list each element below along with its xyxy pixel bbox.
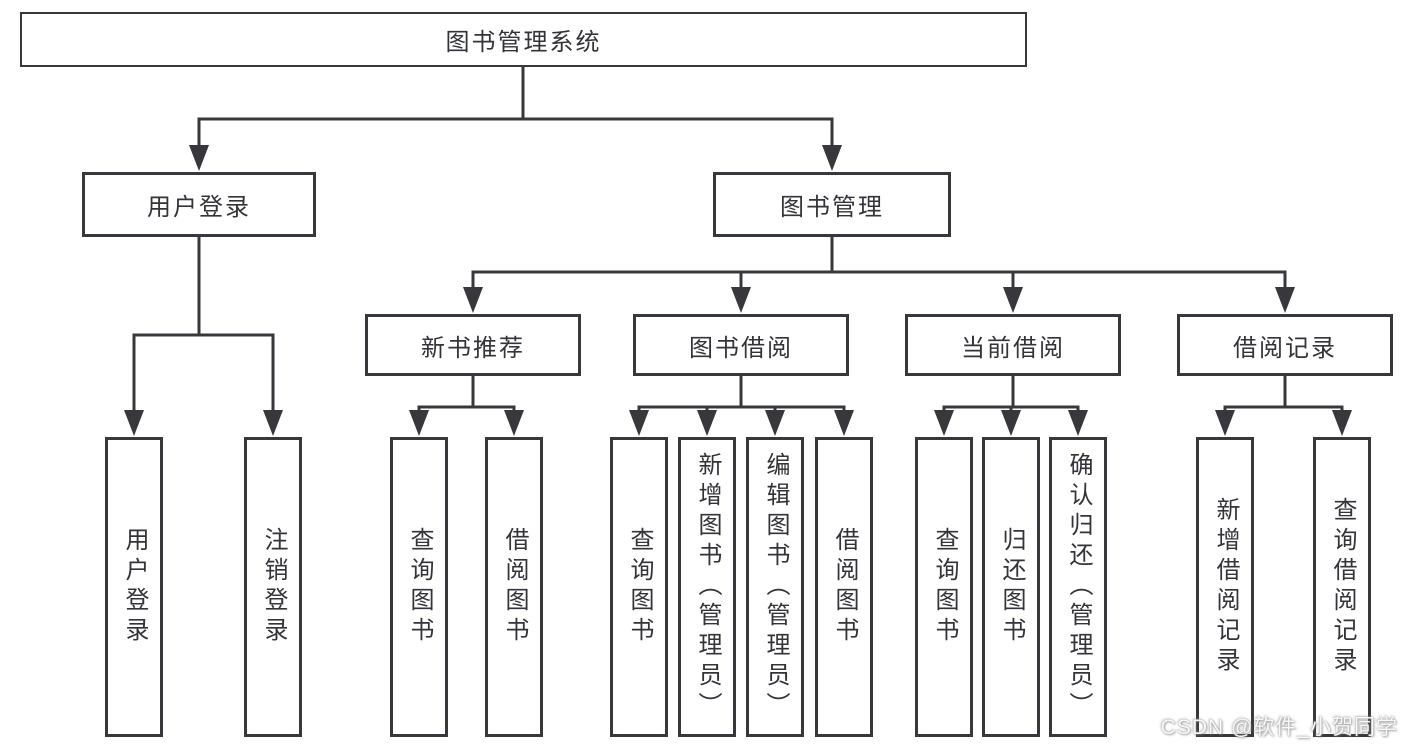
leaf-confirm-return-admin: 确认归还（管理员） [1049,437,1107,737]
arrowhead-query1 [409,410,429,436]
node-label: 借阅图书 [831,527,858,647]
arrowhead-mgmt [822,145,842,171]
arrowhead-addrecord [1215,410,1235,436]
arrowhead-userlogin [124,410,144,436]
node-label: 新增图书（管理员） [694,452,721,722]
node-label: 图书借阅 [689,334,793,362]
node-label: 图书管理系统 [445,29,602,56]
node-label: 新书推荐 [421,334,525,362]
arrowhead-newbook [463,287,483,313]
arrowhead-return [1001,410,1021,436]
arrowhead-records [1275,287,1295,313]
arrowhead-confirm [1068,410,1088,436]
arrowhead-editbook [765,410,785,436]
node-label: 借阅记录 [1233,334,1337,362]
node-book-borrowing: 图书借阅 [633,314,849,376]
arrowhead-queryrecord [1332,410,1352,436]
node-label: 注销登录 [260,527,287,647]
leaf-return-books: 归还图书 [982,437,1040,737]
node-label: 借阅图书 [501,527,528,647]
node-label: 归还图书 [998,527,1025,647]
node-label: 用户登录 [121,527,148,647]
arrowhead-borrow2 [834,410,854,436]
arrowhead-borrow [731,287,751,313]
leaf-query-books-1: 查询图书 [390,437,448,737]
node-label: 查询图书 [626,527,653,647]
node-label: 查询图书 [931,527,958,647]
leaf-user-login: 用户登录 [105,437,163,737]
arrowhead-addbook [697,410,717,436]
node-label: 图书管理 [780,194,884,221]
node-label: 确认归还（管理员） [1065,452,1092,722]
node-label: 当前借阅 [961,334,1065,362]
node-label: 编辑图书（管理员） [762,452,789,722]
leaf-borrow-books-2: 借阅图书 [815,437,873,737]
leaf-borrow-books-1: 借阅图书 [485,437,543,737]
arrowhead-login [189,145,209,171]
node-borrowing-records: 借阅记录 [1177,314,1393,376]
node-label: 查询图书 [406,527,433,647]
arrowhead-current [1003,287,1023,313]
csdn-watermark: CSDN @软件_小贺同学 [1160,716,1398,739]
node-current-borrowing: 当前借阅 [905,314,1121,376]
node-label: 新增借阅记录 [1212,497,1239,677]
leaf-query-books-2: 查询图书 [610,437,668,737]
leaf-edit-book-admin: 编辑图书（管理员） [746,437,804,737]
node-book-management: 图书管理 [713,172,951,237]
leaf-query-books-3: 查询图书 [915,437,973,737]
node-library-management-system: 图书管理系统 [20,12,1027,67]
leaf-query-borrow-record: 查询借阅记录 [1313,437,1371,737]
leaf-logout: 注销登录 [244,437,302,737]
arrowhead-borrow1 [504,410,524,436]
arrowhead-query3 [934,410,954,436]
leaf-add-borrow-record: 新增借阅记录 [1196,437,1254,737]
node-new-book-recommendation: 新书推荐 [365,314,581,376]
leaf-add-book-admin: 新增图书（管理员） [678,437,736,737]
arrowhead-query2 [629,410,649,436]
node-user-login: 用户登录 [82,172,316,237]
node-label: 查询借阅记录 [1329,497,1356,677]
arrowhead-logout [263,410,283,436]
node-label: 用户登录 [147,194,251,221]
